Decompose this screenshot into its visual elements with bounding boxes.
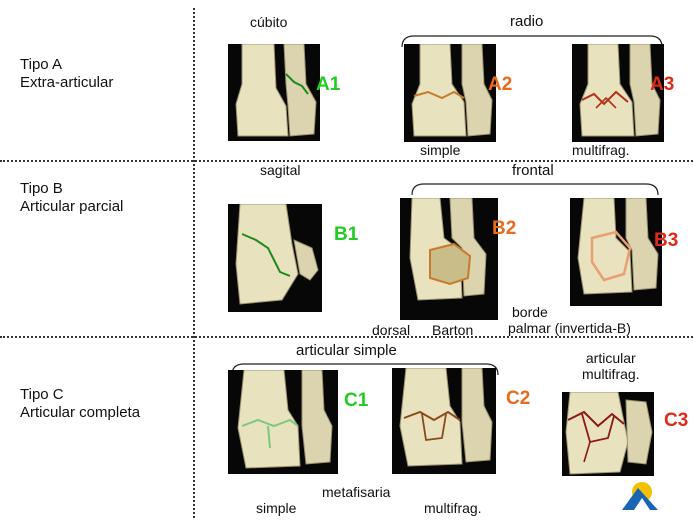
row-subtitle: Articular completa (20, 404, 140, 422)
header-radio: radio (510, 13, 543, 30)
row-title: Tipo A (20, 56, 113, 74)
code-c1: C1 (344, 390, 368, 412)
row-label-tipo-c: Tipo C Articular completa (20, 386, 140, 422)
label-b3-palmar: palmar (invertida-B) (508, 320, 631, 336)
header-frontal: frontal (512, 162, 554, 179)
code-b3: B3 (654, 230, 678, 252)
label-c-multifrag: multifrag. (424, 500, 482, 516)
label-b3-borde: borde (512, 304, 548, 320)
bone-image-c1 (228, 370, 338, 474)
row-label-tipo-b: Tipo B Articular parcial (20, 180, 123, 216)
publisher-logo (620, 480, 660, 512)
header-line-1: articular (582, 350, 640, 366)
code-a1: A1 (316, 74, 340, 96)
code-b1: B1 (334, 224, 358, 246)
bone-image-b3 (570, 198, 662, 306)
label-b2-dorsal: dorsal (372, 322, 410, 338)
code-b2: B2 (492, 218, 516, 240)
frontal-bracket (410, 176, 660, 196)
row-subtitle: Extra-articular (20, 74, 113, 92)
header-articular-simple: articular simple (296, 342, 397, 359)
bone-image-a1 (228, 44, 320, 141)
code-c3: C3 (664, 410, 688, 432)
row-title: Tipo B (20, 180, 123, 198)
bone-image-b2 (400, 198, 498, 320)
row-label-tipo-a: Tipo A Extra-articular (20, 56, 113, 92)
label-a2-simple: simple (420, 142, 460, 158)
vertical-divider (193, 8, 195, 518)
row-divider-ab (0, 160, 693, 162)
bone-image-a2 (404, 44, 496, 142)
label-c-metafisaria: metafisaria (322, 484, 390, 500)
header-articular-multifrag: articular multifrag. (582, 350, 640, 382)
header-line-2: multifrag. (582, 366, 640, 382)
bone-image-c2 (392, 368, 496, 474)
label-c-simple: simple (256, 500, 296, 516)
code-a3: A3 (650, 74, 674, 96)
header-cubito: cúbito (250, 14, 287, 30)
label-a3-multifrag: multifrag. (572, 142, 630, 158)
row-title: Tipo C (20, 386, 140, 404)
row-subtitle: Articular parcial (20, 198, 123, 216)
row-divider-bc (0, 336, 693, 338)
header-sagital: sagital (260, 162, 300, 178)
label-b2-barton: Barton (432, 322, 473, 338)
code-c2: C2 (506, 388, 530, 410)
bone-image-c3 (562, 392, 654, 476)
code-a2: A2 (488, 74, 512, 96)
bone-image-b1 (228, 204, 322, 312)
